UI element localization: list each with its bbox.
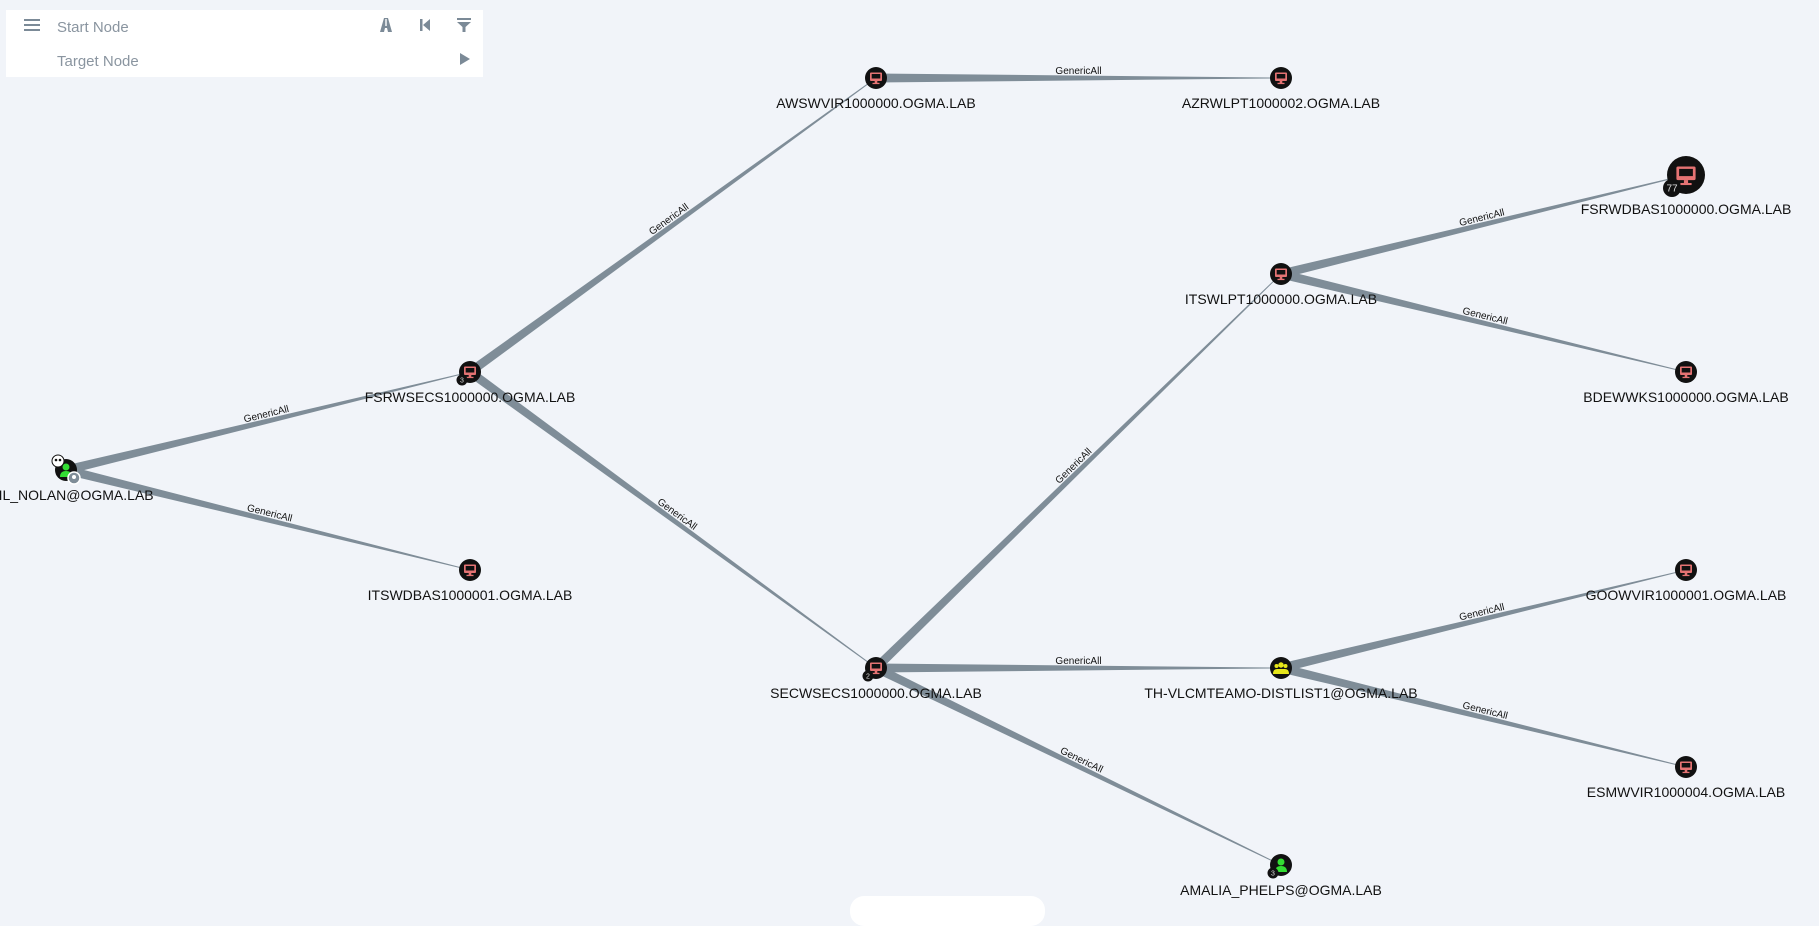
user-icon [62, 463, 70, 471]
node-label: SECWSECS1000000.OGMA.LAB [770, 685, 982, 701]
menu-icon[interactable] [24, 16, 40, 32]
edge-line[interactable] [874, 663, 1282, 866]
target-node-row: Target Node [6, 44, 483, 77]
bottom-toolbar[interactable] [850, 896, 1045, 926]
edge-line[interactable] [1279, 569, 1687, 673]
start-node-row: Start Node [6, 10, 483, 43]
node-azrwlpt[interactable]: AZRWLPT1000002.OGMA.LAB [1182, 67, 1380, 111]
graph-canvas[interactable]: GenericAllGenericAllGenericAllGenericAll… [0, 0, 1819, 906]
edge-thvlcm-esmwvir[interactable]: GenericAll [1279, 663, 1687, 768]
target-node-input[interactable]: Target Node [57, 53, 139, 70]
play-icon[interactable] [454, 49, 474, 69]
count-badge [1267, 867, 1279, 879]
node-label: AZRWLPT1000002.OGMA.LAB [1182, 95, 1380, 111]
node-label: ITSWLPT1000000.OGMA.LAB [1185, 291, 1377, 307]
count-badge [1663, 179, 1681, 197]
edge-fsrwsecs-awswvir[interactable]: GenericAll [467, 77, 877, 376]
badge-count: 3 [460, 378, 464, 385]
node-bdewwks[interactable]: BDEWWKS1000000.OGMA.LAB [1583, 361, 1789, 405]
node-label: GOOWVIR1000001.OGMA.LAB [1586, 587, 1787, 603]
node-thvlcm[interactable]: TH-VLCMTEAMO-DISTLIST1@OGMA.LAB [1144, 657, 1418, 701]
node-label: TH-VLCMTEAMO-DISTLIST1@OGMA.LAB [1144, 685, 1417, 701]
edges-layer: GenericAllGenericAllGenericAllGenericAll… [64, 66, 1687, 866]
node-itswdbas[interactable]: ITSWDBAS1000001.OGMA.LAB [368, 559, 573, 603]
node-esmwvir[interactable]: ESMWVIR1000004.OGMA.LAB [1587, 756, 1785, 800]
node-label: BDEWWKS1000000.OGMA.LAB [1583, 389, 1788, 405]
group-icon [1273, 669, 1289, 674]
back-icon[interactable] [415, 15, 435, 35]
edge-line[interactable] [872, 273, 1282, 672]
owned-skull-icon [51, 454, 65, 468]
node-label: ITSWDBAS1000001.OGMA.LAB [368, 587, 573, 603]
filter-icon[interactable] [454, 15, 474, 35]
badge-count: 3 [1271, 871, 1275, 878]
node-goowvir[interactable]: GOOWVIR1000001.OGMA.LAB [1586, 559, 1787, 603]
edge-gail-itswdbas[interactable]: GenericAll [64, 465, 471, 571]
node-label: GAIL_NOLAN@OGMA.LAB [0, 487, 154, 503]
node-label: FSRWDBAS1000000.OGMA.LAB [1581, 201, 1792, 217]
edge-label: GenericAll [1055, 66, 1101, 77]
user-icon [1277, 858, 1285, 866]
edge-line[interactable] [467, 77, 877, 376]
edge-line[interactable] [1279, 174, 1687, 279]
edge-itswlpt-fsrwdbas[interactable]: GenericAll [1279, 174, 1687, 279]
node-circle[interactable] [1270, 657, 1292, 679]
edge-line[interactable] [1279, 269, 1687, 373]
edge-line[interactable] [876, 663, 1281, 673]
edge-line[interactable] [876, 73, 1281, 83]
edge-label: GenericAll [1054, 446, 1095, 486]
pathfinding-icon[interactable] [376, 15, 396, 35]
edge-itswlpt-bdewwks[interactable]: GenericAll [1279, 269, 1687, 373]
edge-awswvir-azrwlpt[interactable]: GenericAll [876, 66, 1281, 83]
edge-line[interactable] [1279, 663, 1687, 768]
edge-label: GenericAll [647, 202, 691, 238]
count-badge [456, 374, 468, 386]
nodes-layer: GAIL_NOLAN@OGMA.LAB3FSRWSECS1000000.OGMA… [0, 67, 1791, 898]
search-panel: Start Node Target Node [6, 10, 483, 77]
edge-gail-fsrwsecs[interactable]: GenericAll [64, 371, 471, 475]
node-label: AWSWVIR1000000.OGMA.LAB [776, 95, 975, 111]
edge-thvlcm-goowvir[interactable]: GenericAll [1279, 569, 1687, 673]
edge-secwsecs-itswlpt[interactable]: GenericAll [872, 273, 1282, 672]
node-gail[interactable]: GAIL_NOLAN@OGMA.LAB [0, 454, 154, 503]
edge-fsrwsecs-secwsecs[interactable]: GenericAll [467, 368, 877, 669]
edge-line[interactable] [64, 465, 471, 571]
node-awswvir[interactable]: AWSWVIR1000000.OGMA.LAB [776, 67, 976, 111]
start-node-input[interactable]: Start Node [57, 19, 129, 36]
node-label: FSRWSECS1000000.OGMA.LAB [365, 389, 576, 405]
edge-line[interactable] [64, 371, 471, 475]
edge-label: GenericAll [1055, 656, 1101, 667]
node-itswlpt[interactable]: ITSWLPT1000000.OGMA.LAB [1185, 263, 1377, 307]
node-label: AMALIA_PHELPS@OGMA.LAB [1180, 882, 1382, 898]
badge-count: 2 [866, 674, 870, 681]
edge-secwsecs-thvlcm[interactable]: GenericAll [876, 656, 1281, 673]
badge-count: 77 [1666, 184, 1678, 195]
edge-line[interactable] [467, 368, 877, 669]
node-label: ESMWVIR1000004.OGMA.LAB [1587, 784, 1785, 800]
count-badge [862, 670, 874, 682]
